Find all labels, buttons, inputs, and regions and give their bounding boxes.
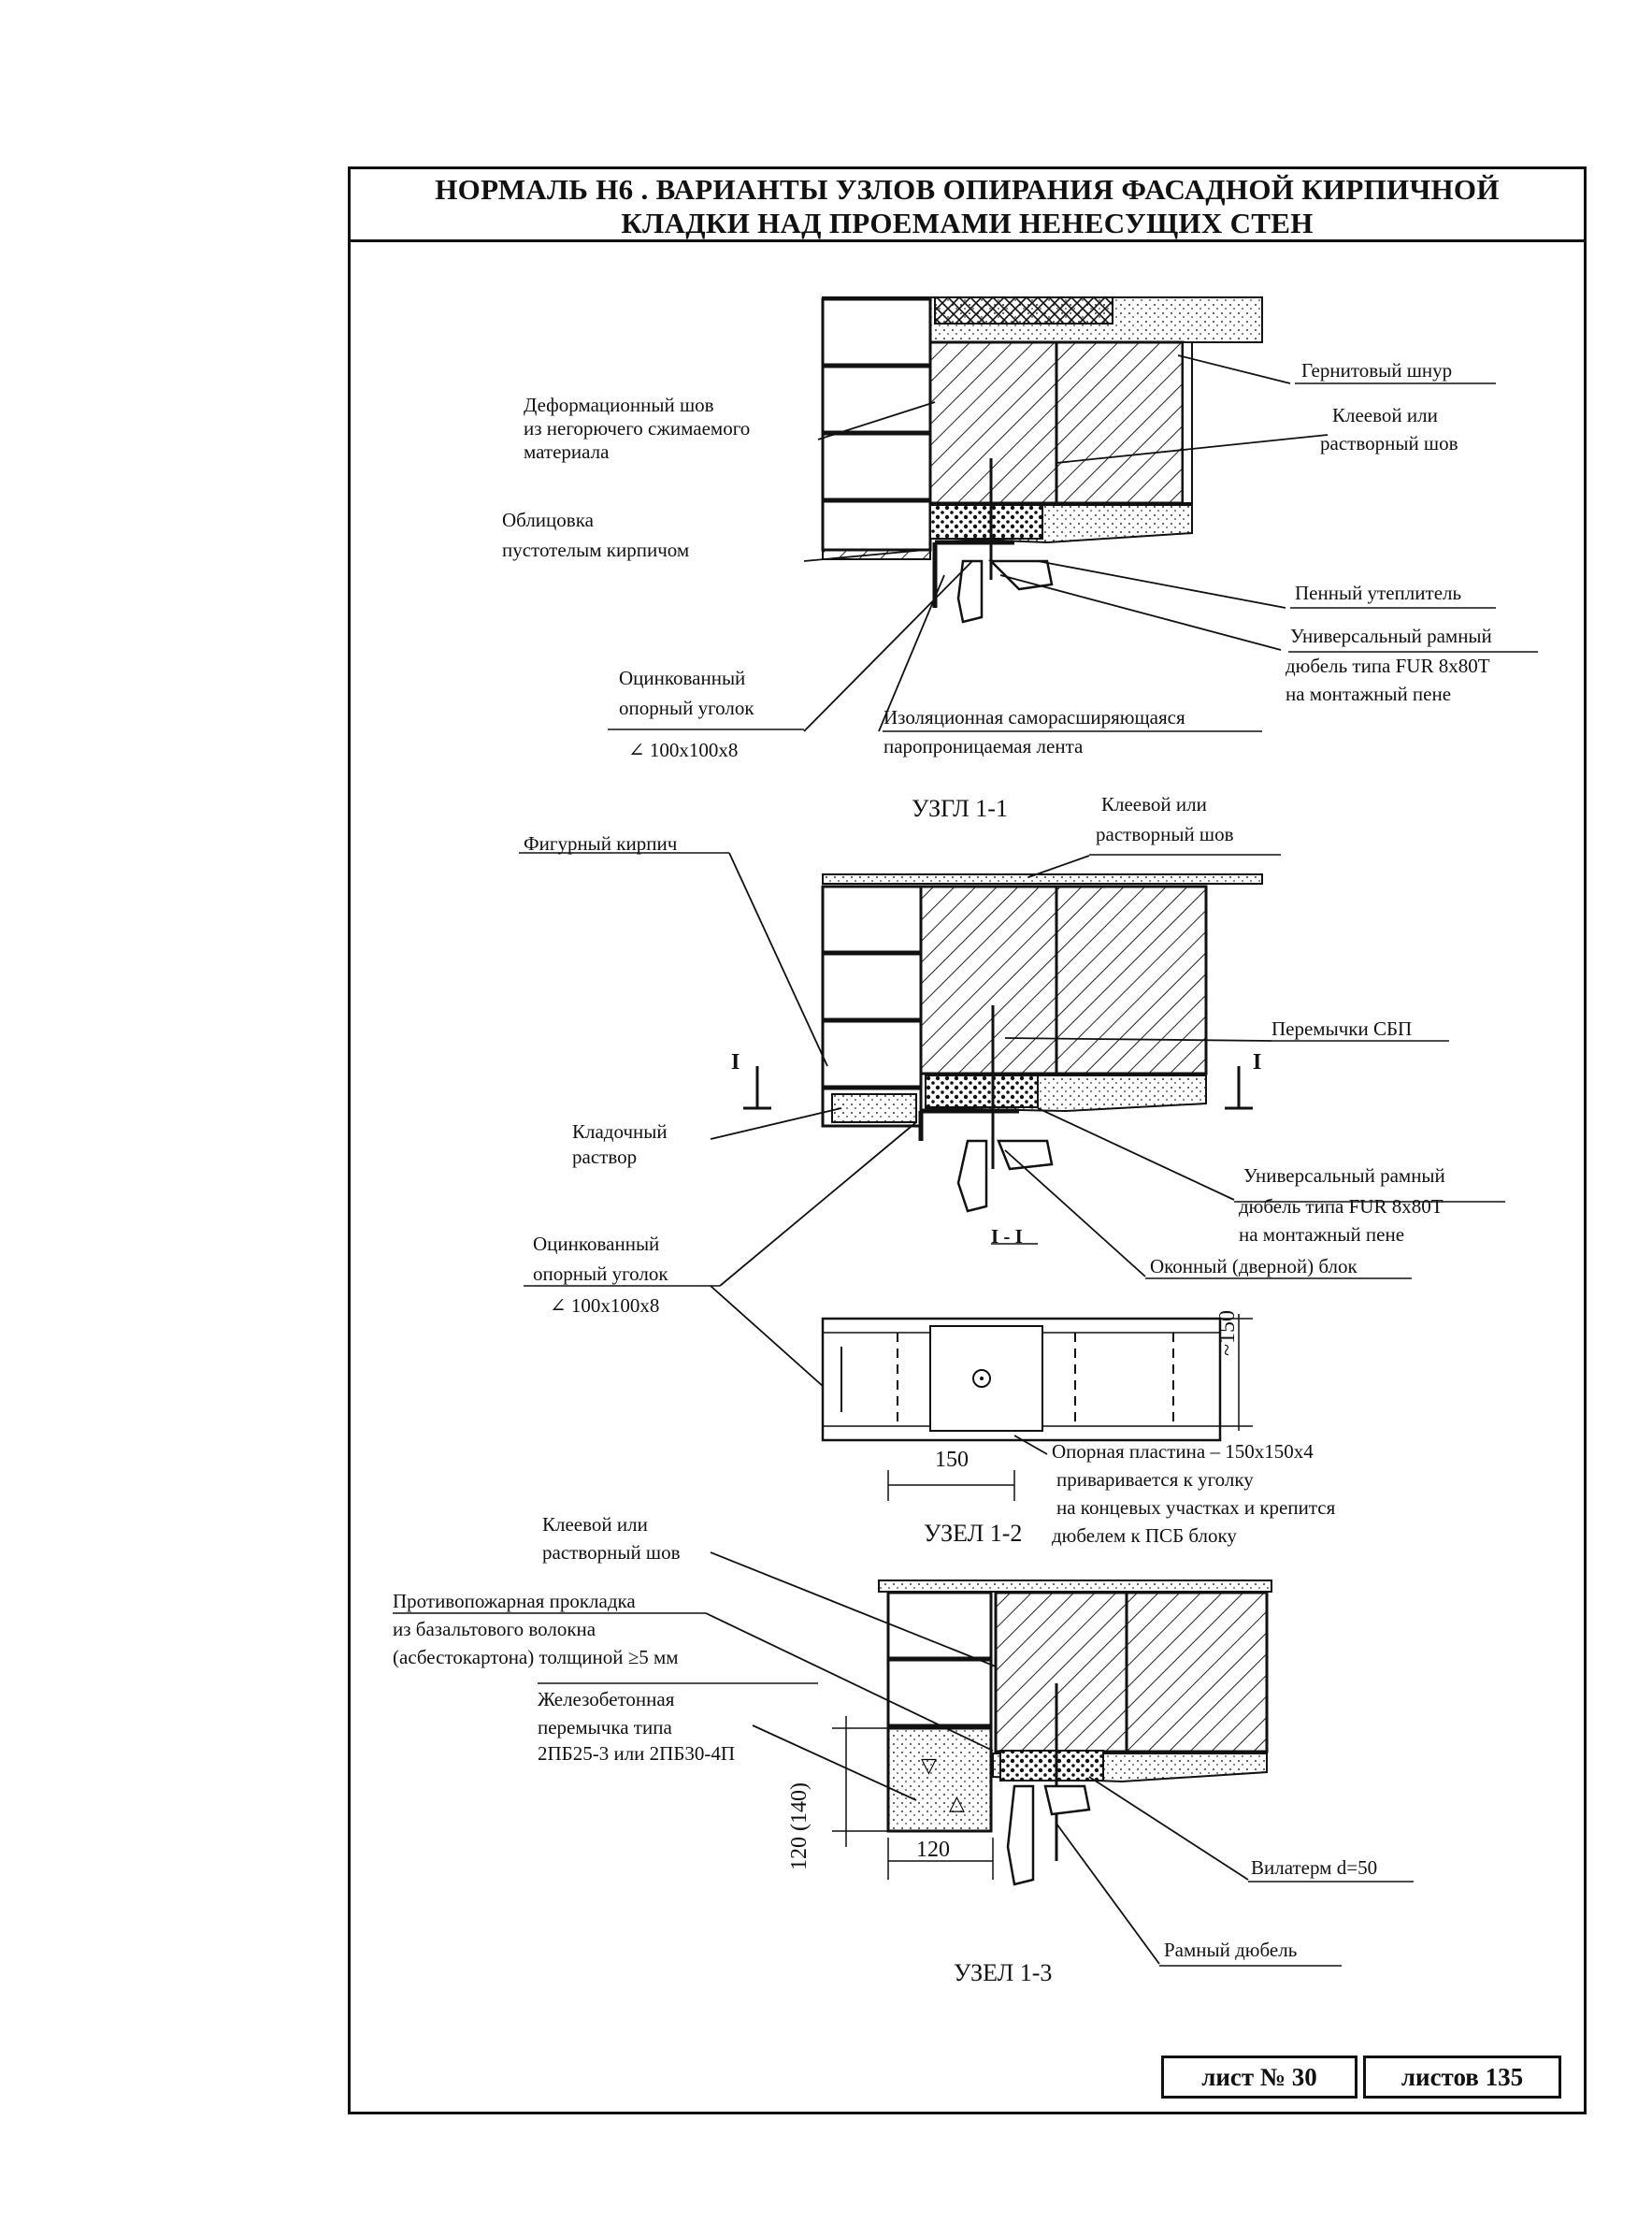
label-deform-joint-3: материала [524,440,610,463]
node2-mortar [831,1093,917,1123]
node2-foam [925,1075,1039,1108]
label-dowel-2a: Универсальный рамный [1243,1164,1445,1187]
label-deform-joint-1: Деформационный шов [524,394,714,416]
label-rc-lintel-3: 2ПБ25-3 или 2ПБ30-4П [538,1742,736,1765]
label-dowel-1c: на монтажный пене [1286,683,1452,705]
label-angle-2a: Оцинкованный [533,1233,660,1255]
label-window-block: Оконный (дверной) блок [1150,1255,1358,1277]
label-angle-1a: Оцинкованный [619,667,746,689]
label-deform-joint-2: из негорючего сжимаемого [524,417,751,440]
label-angle-size-1: ∠ 100х100х8 [628,739,739,761]
node2-title: УЗЕЛ 1-2 [924,1520,1023,1547]
label-vilaterm: Вилатерм d=50 [1251,1856,1378,1879]
label-glue-joint-2a: Клеевой или [1101,793,1207,815]
node-1-1-drawing [608,296,1538,732]
node2-block-right [1055,885,1208,1075]
node3-block-right [1125,1591,1269,1753]
label-mortar-2: раствор [572,1146,638,1168]
label-glue-joint-3a: Клеевой или [542,1513,648,1536]
svg-text:△: △ [949,1791,965,1814]
label-dowel-2b: дюбель типа FUR 8x80T [1239,1195,1444,1218]
label-section-1-1: I - I [991,1225,1023,1248]
node1-insulation-top [934,296,1113,325]
label-rc-lintel-1: Железобетонная [538,1688,675,1710]
label-fire-gasket-3: (асбестокартона) толщиной ≥5 мм [393,1646,679,1668]
label-dowel-1b: дюбель типа FUR 8x80T [1286,655,1490,677]
node1-title: УЗГЛ 1-1 [912,795,1008,822]
label-glue-joint-3b: растворный шов [542,1541,681,1564]
dim-plate-width: 150 [935,1448,969,1472]
section-mark-right: I [1253,1050,1262,1075]
node2-window-frame [956,1139,988,1213]
section-mark-left: I [731,1050,740,1075]
label-lintels: Перемычки СБП [1271,1017,1413,1040]
sheet-header: НОРМАЛЬ Н6 . ВАРИАНТЫ УЗЛОВ ОПИРАНИЯ ФАС… [351,169,1584,242]
stamp-sheet-number: лист № 30 [1161,2056,1358,2099]
dim-lintel-height: 120 (140) [787,1782,812,1870]
drawing-sheet: НОРМАЛЬ Н6 . ВАРИАНТЫ УЗЛОВ ОПИРАНИЯ ФАС… [348,166,1587,2114]
node1-foam [929,504,1043,540]
label-fire-gasket-2: из базальтового волокна [393,1618,596,1640]
label-angle-1b: опорный уголок [619,697,754,719]
svg-text:▽: ▽ [921,1753,937,1777]
label-shaped-brick: Фигурный кирпич [524,832,678,855]
label-glue-joint-1b: растворный шов [1320,432,1458,454]
node3-block-left [994,1591,1128,1753]
dim-plate-height: ~150 [1215,1310,1240,1356]
label-tape-2: паропроницаемая лента [883,735,1084,757]
header-title-line1: НОРМАЛЬ Н6 . ВАРИАНТЫ УЗЛОВ ОПИРАНИЯ ФАС… [435,173,1500,206]
node3-vilaterm [999,1750,1104,1782]
label-glue-joint-2b: растворный шов [1096,823,1234,845]
label-angle-2b: опорный уголок [533,1262,668,1285]
label-fire-gasket-1: Противопожарная прокладка [393,1590,636,1612]
label-foam: Пенный утеплитель [1295,582,1462,604]
label-hermetic-cord: Гернитовый шнур [1301,359,1453,382]
label-tape-1: Изоляционная саморасширяющаяся [883,706,1185,729]
node3-rc-lintel [886,1726,993,1833]
stamp-sheet-total: листов 135 [1363,2056,1561,2099]
label-cladding-1: Облицовка [502,509,594,531]
label-plate-3: на концевых участках и крепится [1056,1496,1336,1519]
node2-angle [918,1108,1019,1141]
label-dowel-1a: Универсальный рамный [1290,625,1492,647]
node1-block-left [928,340,1058,505]
label-mortar-1: Кладочный [572,1120,668,1143]
node3-window-frame [1006,1784,1035,1886]
label-dowel-2c: на монтажный пене [1239,1223,1405,1246]
header-title-line2: КЛАДКИ НАД ПРОЕМАМИ НЕНЕСУЩИХ СТЕН [621,207,1314,239]
label-frame-dowel: Рамный дюбель [1164,1939,1298,1961]
label-plate-2: приваривается к уголку [1056,1468,1254,1491]
label-glue-joint-1a: Клеевой или [1332,404,1438,426]
label-plate-1: Опорная пластина – 150х150х4 [1052,1440,1314,1463]
label-plate-4: дюбелем к ПСБ блоку [1052,1524,1237,1547]
node3-title: УЗЕЛ 1-3 [954,1959,1053,1986]
node-1-2-drawing [519,852,1505,1501]
node1-block-right [1055,340,1185,505]
dim-lintel-width: 120 [916,1838,950,1862]
node1-window-frame [956,559,984,624]
label-cladding-2: пустотелым кирпичом [502,539,690,561]
node-1-3-drawing: ▽ △ [393,1551,1414,1967]
label-rc-lintel-2: перемычка типа [538,1716,672,1738]
label-angle-size-2: ∠ 100х100х8 [550,1294,660,1317]
node2-block-left [919,885,1058,1075]
node2-support-plate [929,1325,1043,1432]
